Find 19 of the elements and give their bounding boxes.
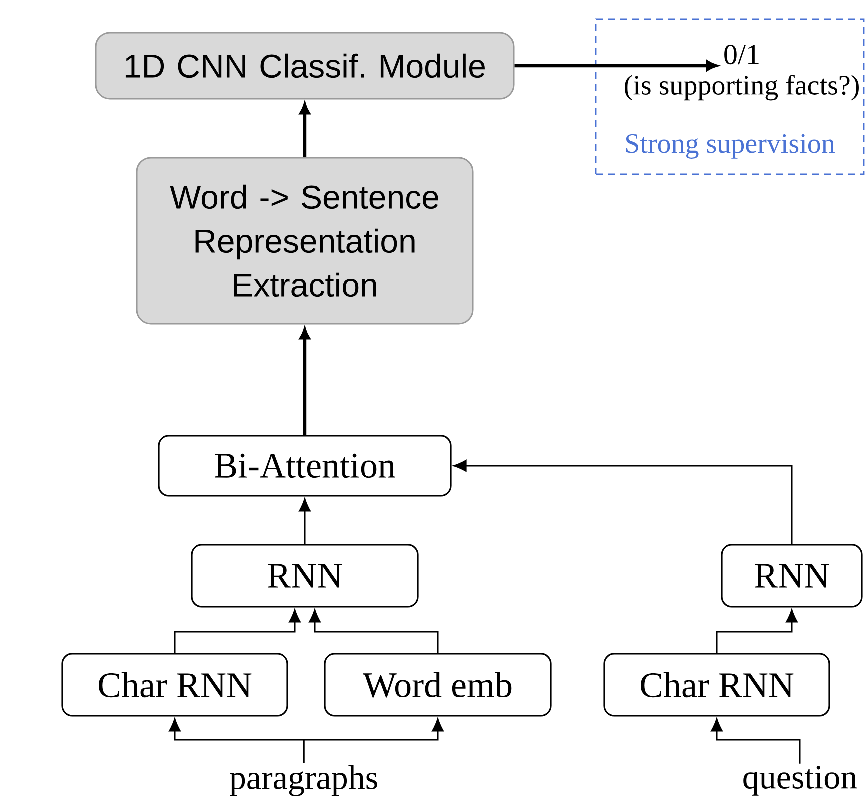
arrow (174, 610, 301, 654)
arrow (454, 460, 793, 544)
process-box: 1D CNN Classif. Module (95, 32, 515, 100)
annotation-text: (is supporting facts?) (625, 74, 859, 101)
arrow (299, 498, 311, 544)
process-box: Char RNN (62, 653, 288, 717)
process-box: Word -> Sentence Representation Extraction (136, 157, 474, 325)
process-box: Word emb (324, 653, 552, 717)
output-label: 0/1 (724, 45, 759, 65)
input-label: paragraphs (230, 766, 378, 796)
input-label: question (744, 766, 858, 796)
arrow (716, 610, 798, 654)
process-box: Bi-Attention (158, 435, 452, 497)
process-box: Char RNN (604, 653, 830, 717)
arrow (303, 718, 444, 764)
arrow (711, 718, 801, 764)
process-box: RNN (721, 544, 863, 608)
arrow (309, 610, 439, 654)
process-box: RNN (191, 544, 419, 608)
